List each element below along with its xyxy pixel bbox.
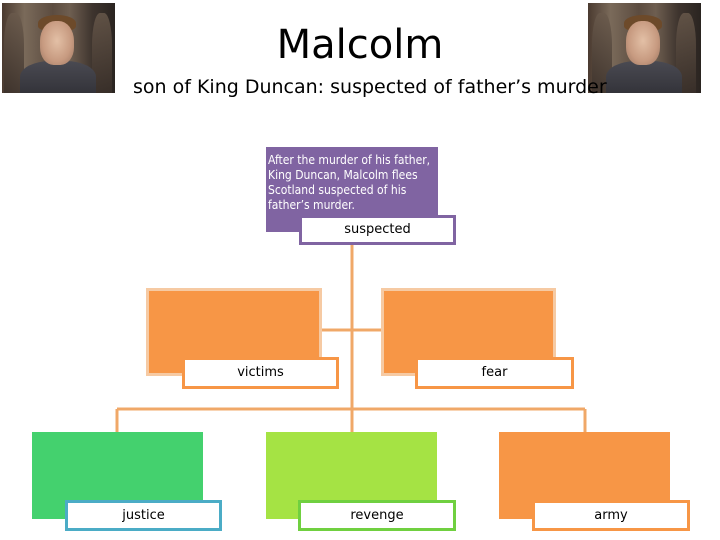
page-subtitle: son of King Duncan: suspected of father’… [133, 76, 607, 98]
root-node: After the murder of his father, King Dun… [266, 147, 438, 232]
node-army-label: army [532, 500, 690, 531]
node-fear-label: fear [415, 357, 574, 389]
node-revenge-label: revenge [298, 500, 456, 531]
page-title: Malcolm [276, 22, 444, 68]
root-node-label: suspected [299, 215, 456, 245]
node-victims-label: victims [182, 357, 339, 389]
malcolm-photo-right [588, 3, 701, 93]
node-justice-label: justice [65, 500, 222, 531]
malcolm-photo-left [2, 3, 115, 93]
